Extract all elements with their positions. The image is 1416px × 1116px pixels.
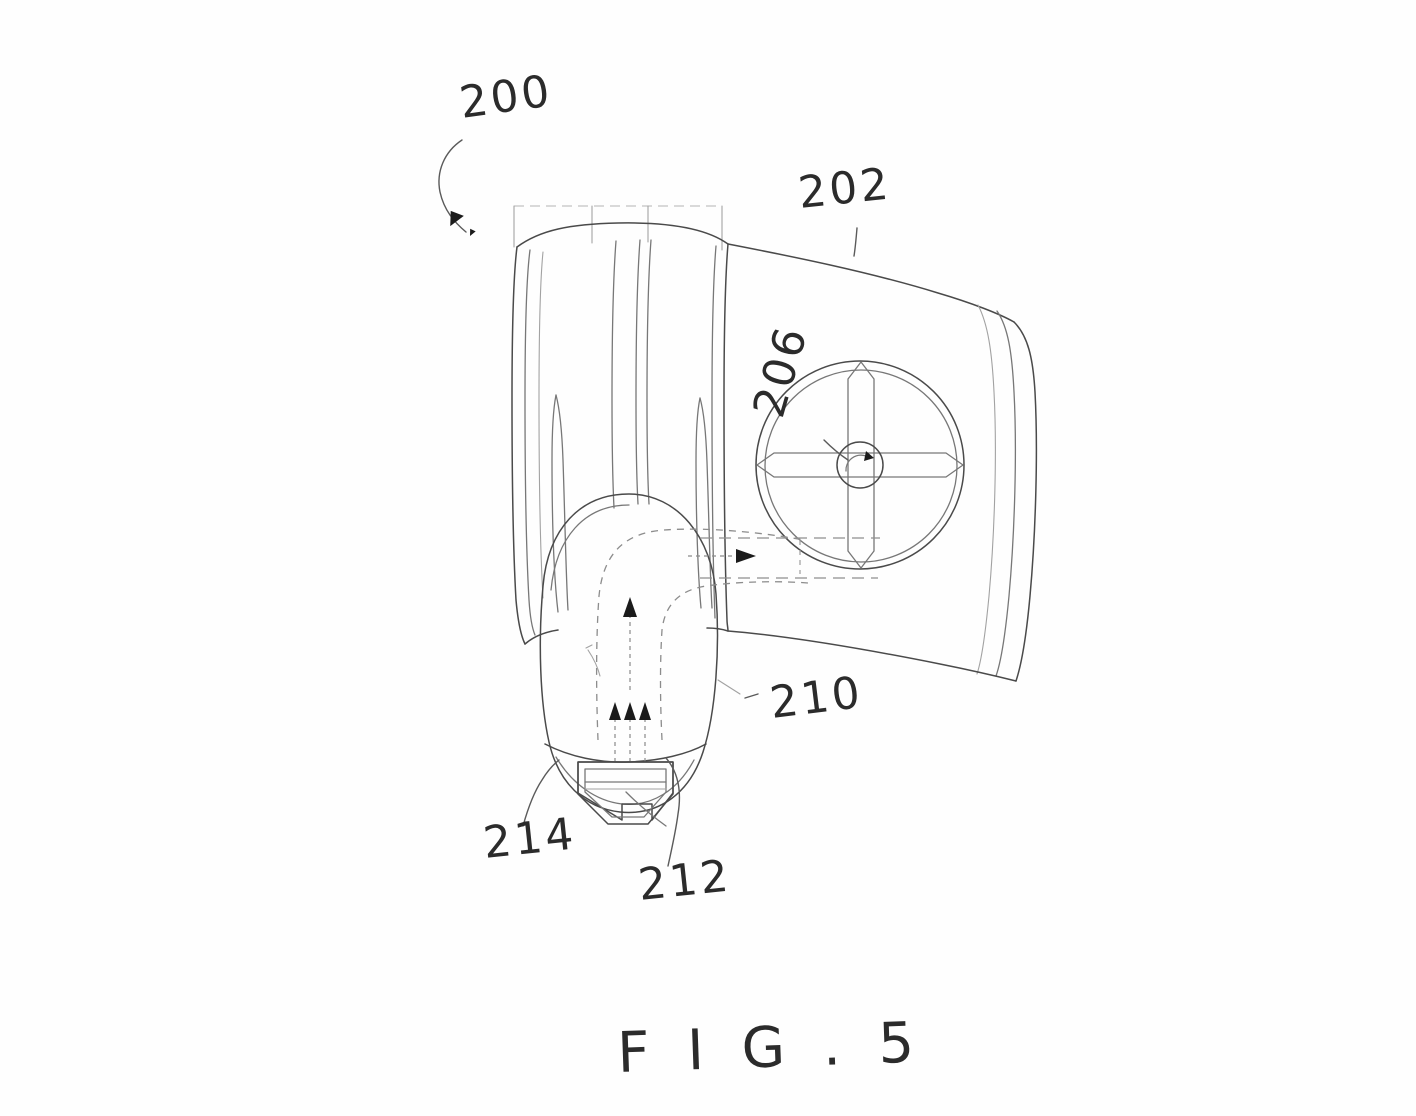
ref-label-214: 214 xyxy=(481,808,579,868)
airflow-arrows xyxy=(609,549,756,762)
ribbed-intake-panel xyxy=(511,239,729,645)
ref-label-200: 200 xyxy=(456,65,555,128)
reference-numeral-labels: 200 202 206 210 212 214 xyxy=(456,65,893,910)
figure-caption-group: F I G . 5 xyxy=(616,1010,925,1086)
housing-body xyxy=(516,222,1038,682)
ref-label-202: 202 xyxy=(796,158,894,218)
figure-caption: F I G . 5 xyxy=(616,1010,925,1086)
internal-air-duct xyxy=(585,528,880,741)
ref-label-212: 212 xyxy=(636,850,734,910)
ref-label-210: 210 xyxy=(767,667,866,729)
nozzle-body xyxy=(539,493,719,814)
leader-lines xyxy=(438,139,858,867)
fan-impeller xyxy=(755,360,965,574)
nozzle-outlet-slot xyxy=(577,761,674,827)
ref-label-206: 206 xyxy=(744,320,819,423)
